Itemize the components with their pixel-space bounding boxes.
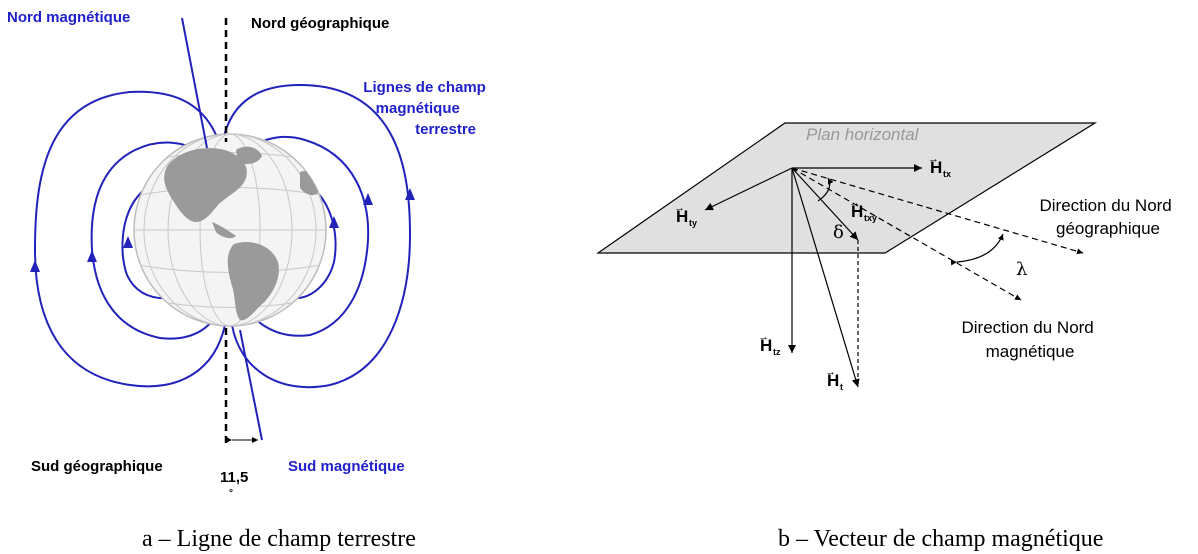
svg-text:ty: ty [689, 218, 697, 228]
field-lines-label: Lignes de champ magnétique terrestre [363, 79, 490, 138]
geographic-north-label: Nord géographique [251, 15, 389, 32]
svg-text:tz: tz [773, 347, 781, 357]
earth-field-figure: Nord magnétique Nord géographique Lignes… [7, 9, 490, 552]
mag-north-direction [791, 167, 1022, 301]
label-hty: H ty → [674, 202, 697, 228]
svg-text:txy: txy [864, 213, 877, 223]
svg-text:→: → [758, 331, 769, 343]
field-vector-figure: Plan horizontal H tx → H ty → [596, 122, 1176, 552]
svg-text:→: → [674, 202, 685, 214]
svg-text:t: t [840, 382, 843, 392]
plane-label: Plan horizontal [806, 125, 920, 144]
svg-text:H: H [676, 207, 688, 226]
magnetic-axis-south [239, 329, 263, 441]
svg-text:→: → [825, 366, 836, 378]
vector-ht [791, 167, 860, 388]
delta-arc [817, 177, 834, 202]
magnetic-north-label: Nord magnétique [7, 9, 130, 26]
angle-value-label: 11,5 [220, 469, 248, 486]
vector-hty [704, 167, 793, 211]
svg-text:H: H [930, 158, 942, 177]
label-htx: H tx → [928, 153, 951, 179]
label-htxy: H txy → [849, 197, 877, 223]
svg-text:→: → [928, 153, 939, 165]
horizontal-plane [596, 122, 1098, 254]
magnetic-south-label: Sud magnétique [288, 458, 405, 475]
geo-north-direction-label: Direction du Nord géographique [1039, 196, 1176, 238]
lambda-symbol: λ [1016, 259, 1027, 280]
earth-globe [133, 133, 327, 327]
geographic-south-label: Sud géographique [31, 458, 163, 475]
caption-b: b – Vecteur de champ magnétique [778, 526, 1103, 552]
vectors [704, 164, 1084, 388]
svg-text:tx: tx [943, 169, 951, 179]
caption-a: a – Ligne de champ terrestre [142, 526, 416, 552]
svg-text:H: H [851, 202, 863, 221]
vector-htxy [791, 167, 859, 241]
svg-text:→: → [849, 197, 860, 209]
geo-north-direction [791, 167, 1084, 255]
lambda-arc [950, 233, 1004, 266]
svg-text:H: H [760, 336, 772, 355]
delta-symbol: δ [833, 222, 844, 243]
label-ht: H t → [825, 366, 843, 392]
svg-text:H: H [827, 371, 839, 390]
angle-unit-label: ° [229, 488, 233, 499]
mag-north-direction-label: Direction du Nord magnétique [961, 318, 1098, 361]
magnetic-axis [181, 17, 208, 149]
label-htz: H tz → [758, 331, 781, 357]
